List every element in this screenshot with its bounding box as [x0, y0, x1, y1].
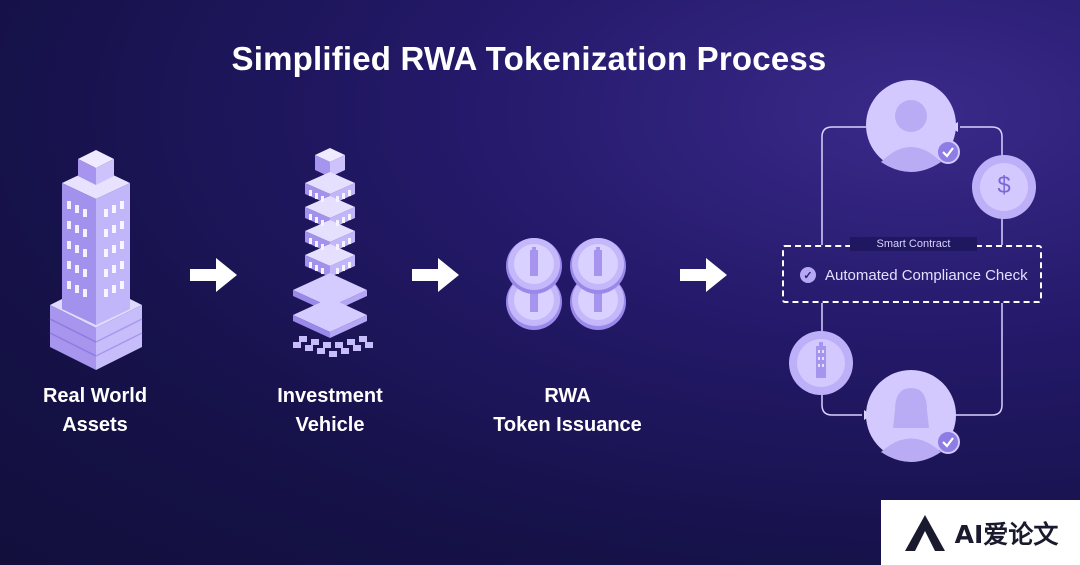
- token-coins-icon: [506, 238, 626, 330]
- verified-check-icon: [936, 140, 960, 164]
- arrow-right-icon: [412, 258, 460, 297]
- dollar-coin-icon: [972, 155, 1036, 219]
- investor-avatar-bottom: [866, 370, 956, 462]
- diagram-title: Simplified RWA Tokenization Process: [231, 40, 827, 77]
- check-circle-icon: ✓: [800, 267, 816, 283]
- watermark-logo: AI爱论文: [881, 500, 1080, 565]
- verified-check-icon: [936, 430, 960, 454]
- stage-label-rwa-token-issuance: RWA Token Issuance: [493, 385, 642, 436]
- compliance-check: ✓ Automated Compliance Check: [800, 264, 1028, 286]
- dollar-symbol: $: [997, 172, 1011, 199]
- skyscraper-icon: [49, 150, 143, 370]
- arrow-right-icon: [680, 258, 728, 297]
- logo-mark-icon: [904, 514, 945, 551]
- arrow-right-icon: [190, 258, 238, 297]
- investor-avatar-top: [866, 80, 956, 172]
- investment-vehicle-icon: [293, 148, 373, 357]
- compliance-check-label: Automated Compliance Check: [825, 266, 1028, 284]
- token-coin-icon: [789, 331, 853, 395]
- watermark-text: AI爱论文: [954, 519, 1059, 549]
- stage-label-real-world-assets: Real World Assets: [42, 385, 148, 436]
- stage-label-investment-vehicle: Investment Vehicle: [277, 385, 383, 436]
- smart-contract-caption: Smart Contract: [850, 237, 977, 251]
